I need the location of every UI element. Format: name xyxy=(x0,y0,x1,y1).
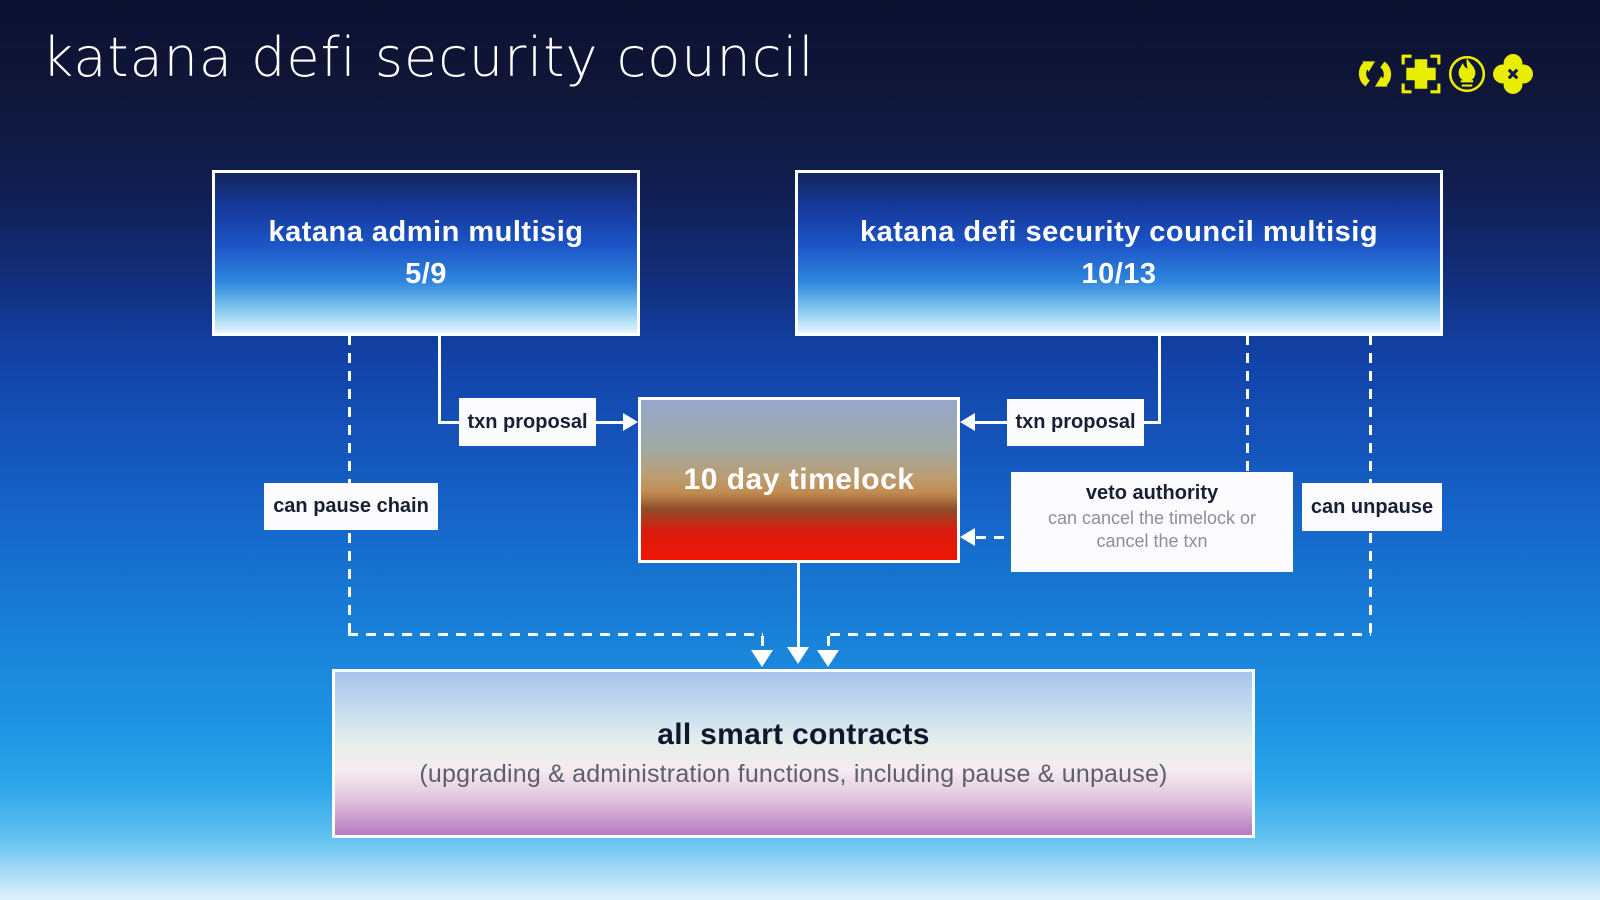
veto-authority-title: veto authority xyxy=(1085,482,1219,504)
refresh-icon xyxy=(1354,52,1396,96)
edge-can-unpause xyxy=(827,636,830,648)
label-txn-proposal-left: txn proposal xyxy=(459,398,596,446)
arrowhead xyxy=(751,650,773,667)
label-txn-proposal-right: txn proposal xyxy=(1007,399,1144,446)
admin-multisig-label: katana admin multisig xyxy=(268,215,584,248)
node-all-smart-contracts: all smart contracts (upgrading & adminis… xyxy=(332,669,1255,838)
veto-authority-line2: cancel the txn xyxy=(1096,530,1208,551)
edge-can-pause-chain xyxy=(761,636,764,648)
flame-icon xyxy=(1446,52,1488,96)
clover-icon xyxy=(1492,52,1534,96)
header-icons xyxy=(1354,52,1534,96)
edge-council-to-txn xyxy=(1144,421,1161,424)
edge-can-pause-chain xyxy=(348,633,763,636)
edge-can-unpause xyxy=(830,633,1371,636)
edge-veto-to-timelock xyxy=(976,536,1011,539)
node-council-multisig: katana defi security council multisig 10… xyxy=(795,170,1443,336)
arrowhead xyxy=(787,647,809,664)
contracts-title: all smart contracts xyxy=(657,718,930,751)
timelock-label: 10 day timelock xyxy=(683,463,915,497)
arrowhead xyxy=(817,650,839,667)
edge-council-to-txn xyxy=(1158,335,1161,424)
edge-admin-to-txn xyxy=(438,421,462,424)
plus-target-icon xyxy=(1400,52,1442,96)
edge-txn-to-timelock-right xyxy=(975,421,1007,424)
council-multisig-label: katana defi security council multisig xyxy=(859,215,1379,248)
council-multisig-threshold: 10/13 xyxy=(1081,258,1157,290)
arrowhead xyxy=(623,413,638,431)
node-admin-multisig: katana admin multisig 5/9 xyxy=(212,170,640,336)
admin-multisig-threshold: 5/9 xyxy=(405,258,447,290)
edge-timelock-to-contracts xyxy=(797,563,800,648)
arrowhead xyxy=(960,413,975,431)
node-timelock: 10 day timelock xyxy=(638,397,960,563)
arrowhead xyxy=(960,528,975,546)
veto-authority-line1: can cancel the timelock or xyxy=(1047,508,1257,528)
edge-txn-to-timelock xyxy=(596,421,624,424)
contracts-subtitle: (upgrading & administration functions, i… xyxy=(419,760,1168,788)
label-can-unpause: can unpause xyxy=(1302,483,1442,531)
label-can-pause-chain: can pause chain xyxy=(264,483,438,530)
edge-council-to-veto xyxy=(1246,335,1249,475)
label-veto-authority: veto authority can cancel the timelock o… xyxy=(1011,472,1293,572)
page-title: katana defi security council xyxy=(42,26,815,89)
edge-admin-to-txn xyxy=(438,335,441,423)
